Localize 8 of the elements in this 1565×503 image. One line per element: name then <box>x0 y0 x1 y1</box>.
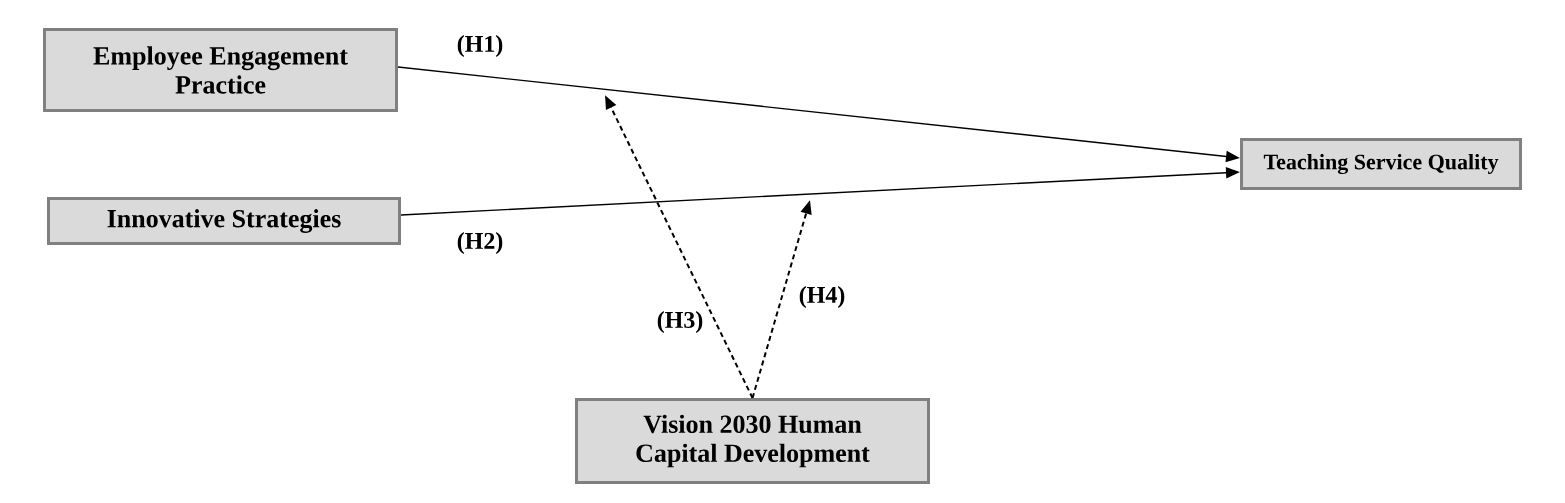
edge-label: (H2) <box>455 231 505 255</box>
edge-label: (H3) <box>655 310 705 334</box>
edge-label: (H1) <box>455 34 505 58</box>
concept-box: Employee Engagement Practice <box>43 28 398 112</box>
concept-box: Innovative Strategies <box>47 197 401 245</box>
concept-box: Teaching Service Quality <box>1240 138 1522 190</box>
concept-box: Vision 2030 Human Capital Development <box>575 398 930 484</box>
edge-label: (H4) <box>797 285 847 309</box>
